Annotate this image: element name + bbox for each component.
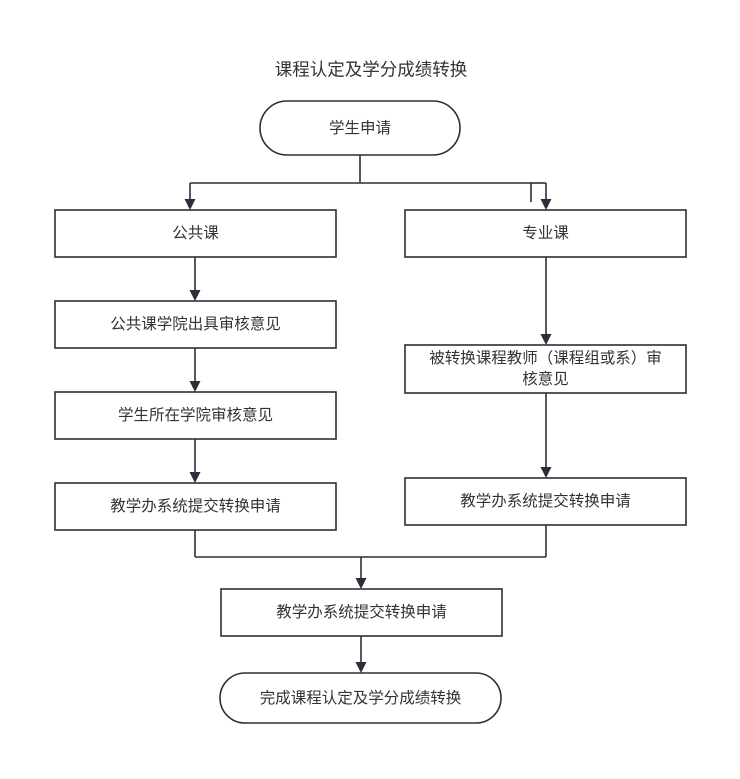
node-start-shape	[259, 100, 461, 156]
node-student-college-opinion[interactable]: 学生所在学院审核意见	[54, 391, 337, 440]
node-merge-submit-label: 教学办系统提交转换申请	[276, 603, 447, 621]
node-left-submit[interactable]: 教学办系统提交转换申请	[54, 482, 337, 531]
arrow-head-merge-to-box	[355, 578, 367, 589]
arrow-head-public-to-opinion	[189, 290, 201, 301]
node-merge-submit-shape	[220, 588, 503, 637]
arrow-head-student-college-to-left-submit	[189, 472, 201, 483]
node-public-course-label: 公共课	[172, 224, 219, 242]
node-teacher-group-opinion-label-line2: 核意见	[522, 369, 569, 388]
node-public-college-opinion-shape	[54, 300, 337, 349]
node-right-submit-shape	[404, 477, 687, 526]
node-student-college-opinion-label: 学生所在学院审核意见	[118, 405, 273, 424]
arrow-head-major-to-teacher-opinion	[540, 334, 552, 345]
node-teacher-group-opinion[interactable]: 被转换课程教师（课程组或系）审 核意见	[404, 344, 687, 394]
node-major-course[interactable]: 专业课	[404, 209, 687, 258]
node-major-course-label: 专业课	[522, 224, 569, 242]
node-left-submit-shape	[54, 482, 337, 531]
node-student-college-opinion-shape	[54, 391, 337, 440]
node-right-submit-label: 教学办系统提交转换申请	[460, 492, 631, 510]
node-start-label: 学生申请	[329, 119, 391, 137]
node-finish[interactable]: 完成课程认定及学分成绩转换	[219, 672, 502, 724]
node-finish-shape	[219, 672, 502, 724]
arrow-head-opinion-to-student-college	[189, 381, 201, 392]
arrow-head-start-to-major	[540, 199, 552, 210]
edge-layer	[184, 155, 552, 673]
node-right-submit[interactable]: 教学办系统提交转换申请	[404, 477, 687, 526]
node-merge-submit[interactable]: 教学办系统提交转换申请	[220, 588, 503, 637]
arrow-head-teacher-opinion-to-right-submit	[540, 467, 552, 478]
node-public-course[interactable]: 公共课	[54, 209, 337, 258]
arrow-head-merge-to-finish	[355, 662, 367, 673]
node-public-course-shape	[54, 209, 337, 258]
node-finish-label: 完成课程认定及学分成绩转换	[260, 689, 462, 707]
page-title: 课程认定及学分成绩转换	[275, 60, 468, 80]
node-public-college-opinion-label: 公共课学院出具审核意见	[110, 314, 281, 333]
arrow-head-start-to-public	[184, 199, 196, 210]
node-major-course-shape	[404, 209, 687, 258]
node-public-college-opinion[interactable]: 公共课学院出具审核意见	[54, 300, 337, 349]
node-teacher-group-opinion-label-line1: 被转换课程教师（课程组或系）审	[429, 349, 662, 367]
node-start[interactable]: 学生申请	[259, 100, 461, 156]
node-teacher-group-opinion-shape	[404, 344, 687, 394]
node-left-submit-label: 教学办系统提交转换申请	[110, 497, 281, 515]
